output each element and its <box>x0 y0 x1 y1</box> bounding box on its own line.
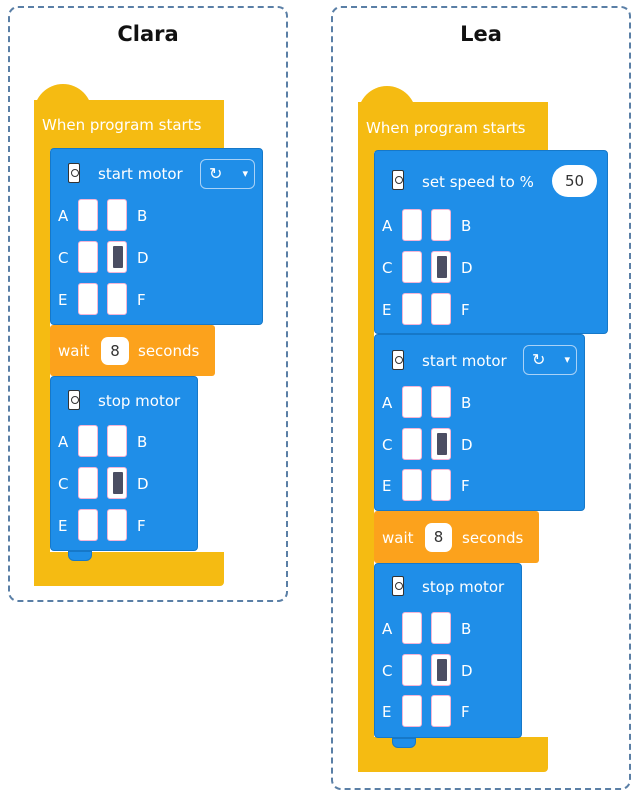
port-label-f: F <box>461 703 470 721</box>
port-label-f: F <box>461 301 470 319</box>
motor-icon <box>392 170 404 190</box>
panel-title: Lea <box>460 22 502 46</box>
port-f-toggle[interactable] <box>431 695 451 727</box>
motor-icon <box>392 350 404 370</box>
start-motor-label: start motor <box>422 352 507 370</box>
when-program-starts-block[interactable] <box>34 100 224 150</box>
wait-label: wait <box>382 529 414 547</box>
port-d-toggle[interactable] <box>431 428 451 460</box>
port-label-c: C <box>382 662 393 680</box>
direction-dropdown[interactable]: ↻ ▾ <box>523 345 577 375</box>
port-label-d: D <box>137 249 149 267</box>
when-program-starts-block[interactable] <box>358 102 548 152</box>
rotate-clockwise-icon: ↻ <box>209 164 223 183</box>
port-a-toggle[interactable] <box>402 209 422 241</box>
wait-seconds-input[interactable]: 8 <box>101 337 129 365</box>
hat-label: When program starts <box>366 119 526 137</box>
port-d-toggle[interactable] <box>107 467 127 499</box>
port-b-toggle[interactable] <box>431 386 451 418</box>
port-label-c: C <box>382 259 393 277</box>
port-e-toggle[interactable] <box>402 469 422 501</box>
port-label-a: A <box>58 433 69 451</box>
port-e-toggle[interactable] <box>402 293 422 325</box>
seconds-label: seconds <box>138 342 200 360</box>
port-e-toggle[interactable] <box>402 695 422 727</box>
port-d-toggle[interactable] <box>107 241 127 273</box>
port-b-toggle[interactable] <box>107 425 127 457</box>
hat-label: When program starts <box>42 116 202 134</box>
port-d-toggle[interactable] <box>431 251 451 283</box>
hat-left-rail <box>34 150 50 586</box>
port-b-toggle[interactable] <box>431 209 451 241</box>
hat-bottom-cap <box>358 737 548 772</box>
wait-block[interactable] <box>50 325 215 376</box>
port-f-toggle[interactable] <box>431 469 451 501</box>
chevron-down-icon: ▾ <box>242 167 248 180</box>
hat-left-rail <box>358 152 374 772</box>
wait-seconds-input[interactable]: 8 <box>425 523 452 552</box>
panel-title: Clara <box>117 22 179 46</box>
port-label-a: A <box>382 217 393 235</box>
port-f-toggle[interactable] <box>107 283 127 315</box>
port-e-toggle[interactable] <box>78 509 98 541</box>
motor-icon <box>68 390 80 410</box>
port-b-toggle[interactable] <box>107 199 127 231</box>
motor-icon <box>392 576 404 596</box>
speed-percent-input[interactable]: 50 <box>552 165 597 197</box>
port-f-toggle[interactable] <box>431 293 451 325</box>
port-label-a: A <box>382 394 393 412</box>
port-label-d: D <box>461 259 473 277</box>
port-label-b: B <box>461 217 472 235</box>
port-c-toggle[interactable] <box>402 251 422 283</box>
port-c-toggle[interactable] <box>78 241 98 273</box>
port-label-a: A <box>382 620 393 638</box>
port-label-b: B <box>137 433 148 451</box>
port-a-toggle[interactable] <box>78 425 98 457</box>
port-e-toggle[interactable] <box>78 283 98 315</box>
motor-icon <box>68 163 80 183</box>
block-notch <box>68 551 92 561</box>
port-label-f: F <box>137 517 146 535</box>
port-c-toggle[interactable] <box>402 654 422 686</box>
stop-motor-label: stop motor <box>422 578 505 596</box>
wait-label: wait <box>58 342 90 360</box>
clara-panel: Clara <box>8 6 288 602</box>
port-label-e: E <box>58 291 68 309</box>
port-label-e: E <box>382 301 392 319</box>
port-label-c: C <box>58 475 69 493</box>
port-label-b: B <box>461 620 472 638</box>
port-label-e: E <box>382 477 392 495</box>
seconds-label: seconds <box>462 529 524 547</box>
port-label-b: B <box>461 394 472 412</box>
port-label-e: E <box>58 517 68 535</box>
port-label-e: E <box>382 703 392 721</box>
chevron-down-icon: ▾ <box>564 353 570 366</box>
port-label-d: D <box>137 475 149 493</box>
port-a-toggle[interactable] <box>402 612 422 644</box>
hat-bottom-cap <box>34 552 224 586</box>
port-label-d: D <box>461 436 473 454</box>
set-speed-label: set speed to % <box>422 173 534 191</box>
port-c-toggle[interactable] <box>78 467 98 499</box>
start-motor-label: start motor <box>98 165 183 183</box>
wait-block[interactable] <box>374 511 539 563</box>
block-notch <box>392 738 416 748</box>
lea-panel: Lea <box>331 6 631 790</box>
port-c-toggle[interactable] <box>402 428 422 460</box>
port-label-c: C <box>382 436 393 454</box>
port-label-d: D <box>461 662 473 680</box>
port-label-f: F <box>461 477 470 495</box>
port-label-a: A <box>58 207 69 225</box>
port-b-toggle[interactable] <box>431 612 451 644</box>
port-label-b: B <box>137 207 148 225</box>
port-d-toggle[interactable] <box>431 654 451 686</box>
port-f-toggle[interactable] <box>107 509 127 541</box>
direction-dropdown[interactable]: ↻ ▾ <box>200 159 255 189</box>
port-label-c: C <box>58 249 69 267</box>
port-a-toggle[interactable] <box>78 199 98 231</box>
port-label-f: F <box>137 291 146 309</box>
rotate-clockwise-icon: ↻ <box>532 350 546 369</box>
port-a-toggle[interactable] <box>402 386 422 418</box>
stop-motor-label: stop motor <box>98 392 181 410</box>
